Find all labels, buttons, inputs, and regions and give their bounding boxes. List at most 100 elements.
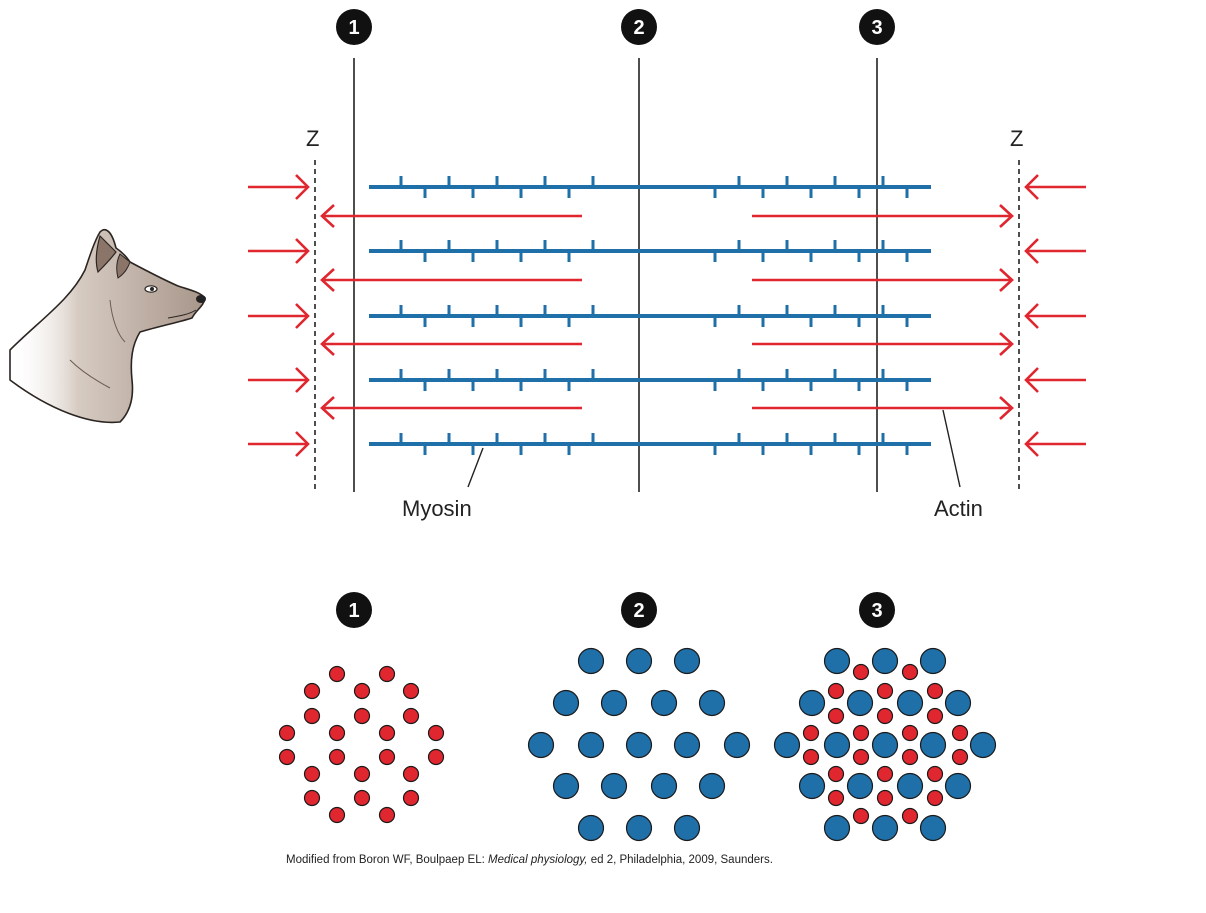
cross-sections [278, 647, 997, 842]
actin-anchor [1024, 174, 1039, 200]
section3-actin-dot [802, 748, 820, 766]
actin-anchor [295, 367, 310, 393]
section1-actin-dot [303, 765, 321, 783]
actin-anchor [999, 268, 1014, 292]
section1-actin-dot [378, 665, 396, 683]
section2-myosin-dot [552, 772, 580, 800]
z-label-left: Z [306, 126, 319, 151]
section2-myosin-dot [600, 772, 628, 800]
marker-top-2-disc [621, 9, 657, 45]
section3-actin-dot [876, 707, 894, 725]
filaments [248, 174, 1086, 457]
section1-actin-dot [328, 724, 346, 742]
section2-myosin-dot [577, 814, 605, 842]
actin-anchor [1024, 431, 1039, 457]
marker-top-1-number: 1 [348, 17, 359, 39]
section3-actin-dot [951, 748, 969, 766]
section3-actin-dot [876, 765, 894, 783]
actin-anchor [295, 238, 310, 264]
section3-myosin-dot [969, 731, 997, 759]
section3-actin-dot [827, 707, 845, 725]
section2-myosin-dot [527, 731, 555, 759]
section3-myosin-dot [846, 772, 874, 800]
section1-actin-dot [353, 789, 371, 807]
section3-actin-dot [901, 663, 919, 681]
section1-actin-dot [303, 707, 321, 725]
marker-bottom-3-number: 3 [871, 600, 882, 622]
section3-myosin-dot [773, 731, 801, 759]
source-credit: Modified from Boron WF, Boulpaep EL: Med… [286, 854, 773, 866]
marker-bottom-1-disc [336, 592, 372, 628]
actin-anchor [320, 332, 335, 356]
section3-actin-dot [827, 765, 845, 783]
marker-top-2-number: 2 [633, 17, 644, 39]
section1-actin-dot [278, 748, 296, 766]
actin-anchor [1024, 303, 1039, 329]
section3-actin-dot [951, 724, 969, 742]
actin-anchor [295, 174, 310, 200]
section1-actin-dot [378, 724, 396, 742]
credit-prefix: Modified from Boron WF, Boulpaep EL: [286, 854, 488, 866]
markers-top: 1 2 3 [336, 9, 895, 45]
section3-myosin-dot [871, 731, 899, 759]
section2-myosin-dot [650, 689, 678, 717]
section3-myosin-dot [919, 731, 947, 759]
section3-actin-dot [926, 765, 944, 783]
section1-actin-dot [427, 724, 445, 742]
section2-myosin-dot [650, 772, 678, 800]
section2-myosin-dot [600, 689, 628, 717]
actin-anchor [999, 204, 1014, 228]
section2-myosin-dot [625, 731, 653, 759]
marker-top-3-disc [859, 9, 895, 45]
marker-top-1-disc [336, 9, 372, 45]
section1-actin-dot [427, 748, 445, 766]
actin-anchor [999, 332, 1014, 356]
section3-myosin-dot [798, 772, 826, 800]
section3-actin-dot [852, 807, 870, 825]
section3-myosin-dot [944, 689, 972, 717]
section3-actin-dot [876, 789, 894, 807]
marker-bottom-1-number: 1 [348, 600, 359, 622]
section1-actin-dot [328, 748, 346, 766]
section1-actin-dot [402, 682, 420, 700]
section3-myosin-dot [823, 731, 851, 759]
section1-actin-dot [402, 789, 420, 807]
section3-myosin-dot [823, 647, 851, 675]
actin-label: Actin [934, 496, 983, 521]
marker-bottom-3-disc [859, 592, 895, 628]
animal-head-icon [9, 228, 206, 424]
section3-myosin-dot [846, 689, 874, 717]
section1-actin-dot [353, 707, 371, 725]
marker-top-3-number: 3 [871, 17, 882, 39]
section3-actin-dot [852, 748, 870, 766]
section3-actin-dot [926, 682, 944, 700]
section2-myosin-dot [577, 731, 605, 759]
z-label-right: Z [1010, 126, 1023, 151]
actin-anchor [320, 268, 335, 292]
section2-myosin-dot [673, 814, 701, 842]
section1-actin-dot [303, 682, 321, 700]
actin-anchor [295, 303, 310, 329]
section1-actin-dot [378, 806, 396, 824]
section2-myosin-dot [552, 689, 580, 717]
section3-actin-dot [802, 724, 820, 742]
section2-myosin-dot [698, 689, 726, 717]
marker-bottom-2-number: 2 [633, 600, 644, 622]
section3-actin-dot [926, 707, 944, 725]
section1-actin-dot [303, 789, 321, 807]
section3-myosin-dot [944, 772, 972, 800]
credit-title: Medical physiology, [488, 854, 588, 866]
section3-actin-dot [901, 724, 919, 742]
actin-leader [942, 409, 961, 488]
actin-anchor [1024, 367, 1039, 393]
section2-myosin-dot [577, 647, 605, 675]
actin-anchor [999, 396, 1014, 420]
section2-myosin-dot [698, 772, 726, 800]
section3-myosin-dot [896, 689, 924, 717]
section3-myosin-dot [798, 689, 826, 717]
actin-anchor [295, 431, 310, 457]
section2-myosin-dot [625, 647, 653, 675]
section2-myosin-dot [625, 814, 653, 842]
